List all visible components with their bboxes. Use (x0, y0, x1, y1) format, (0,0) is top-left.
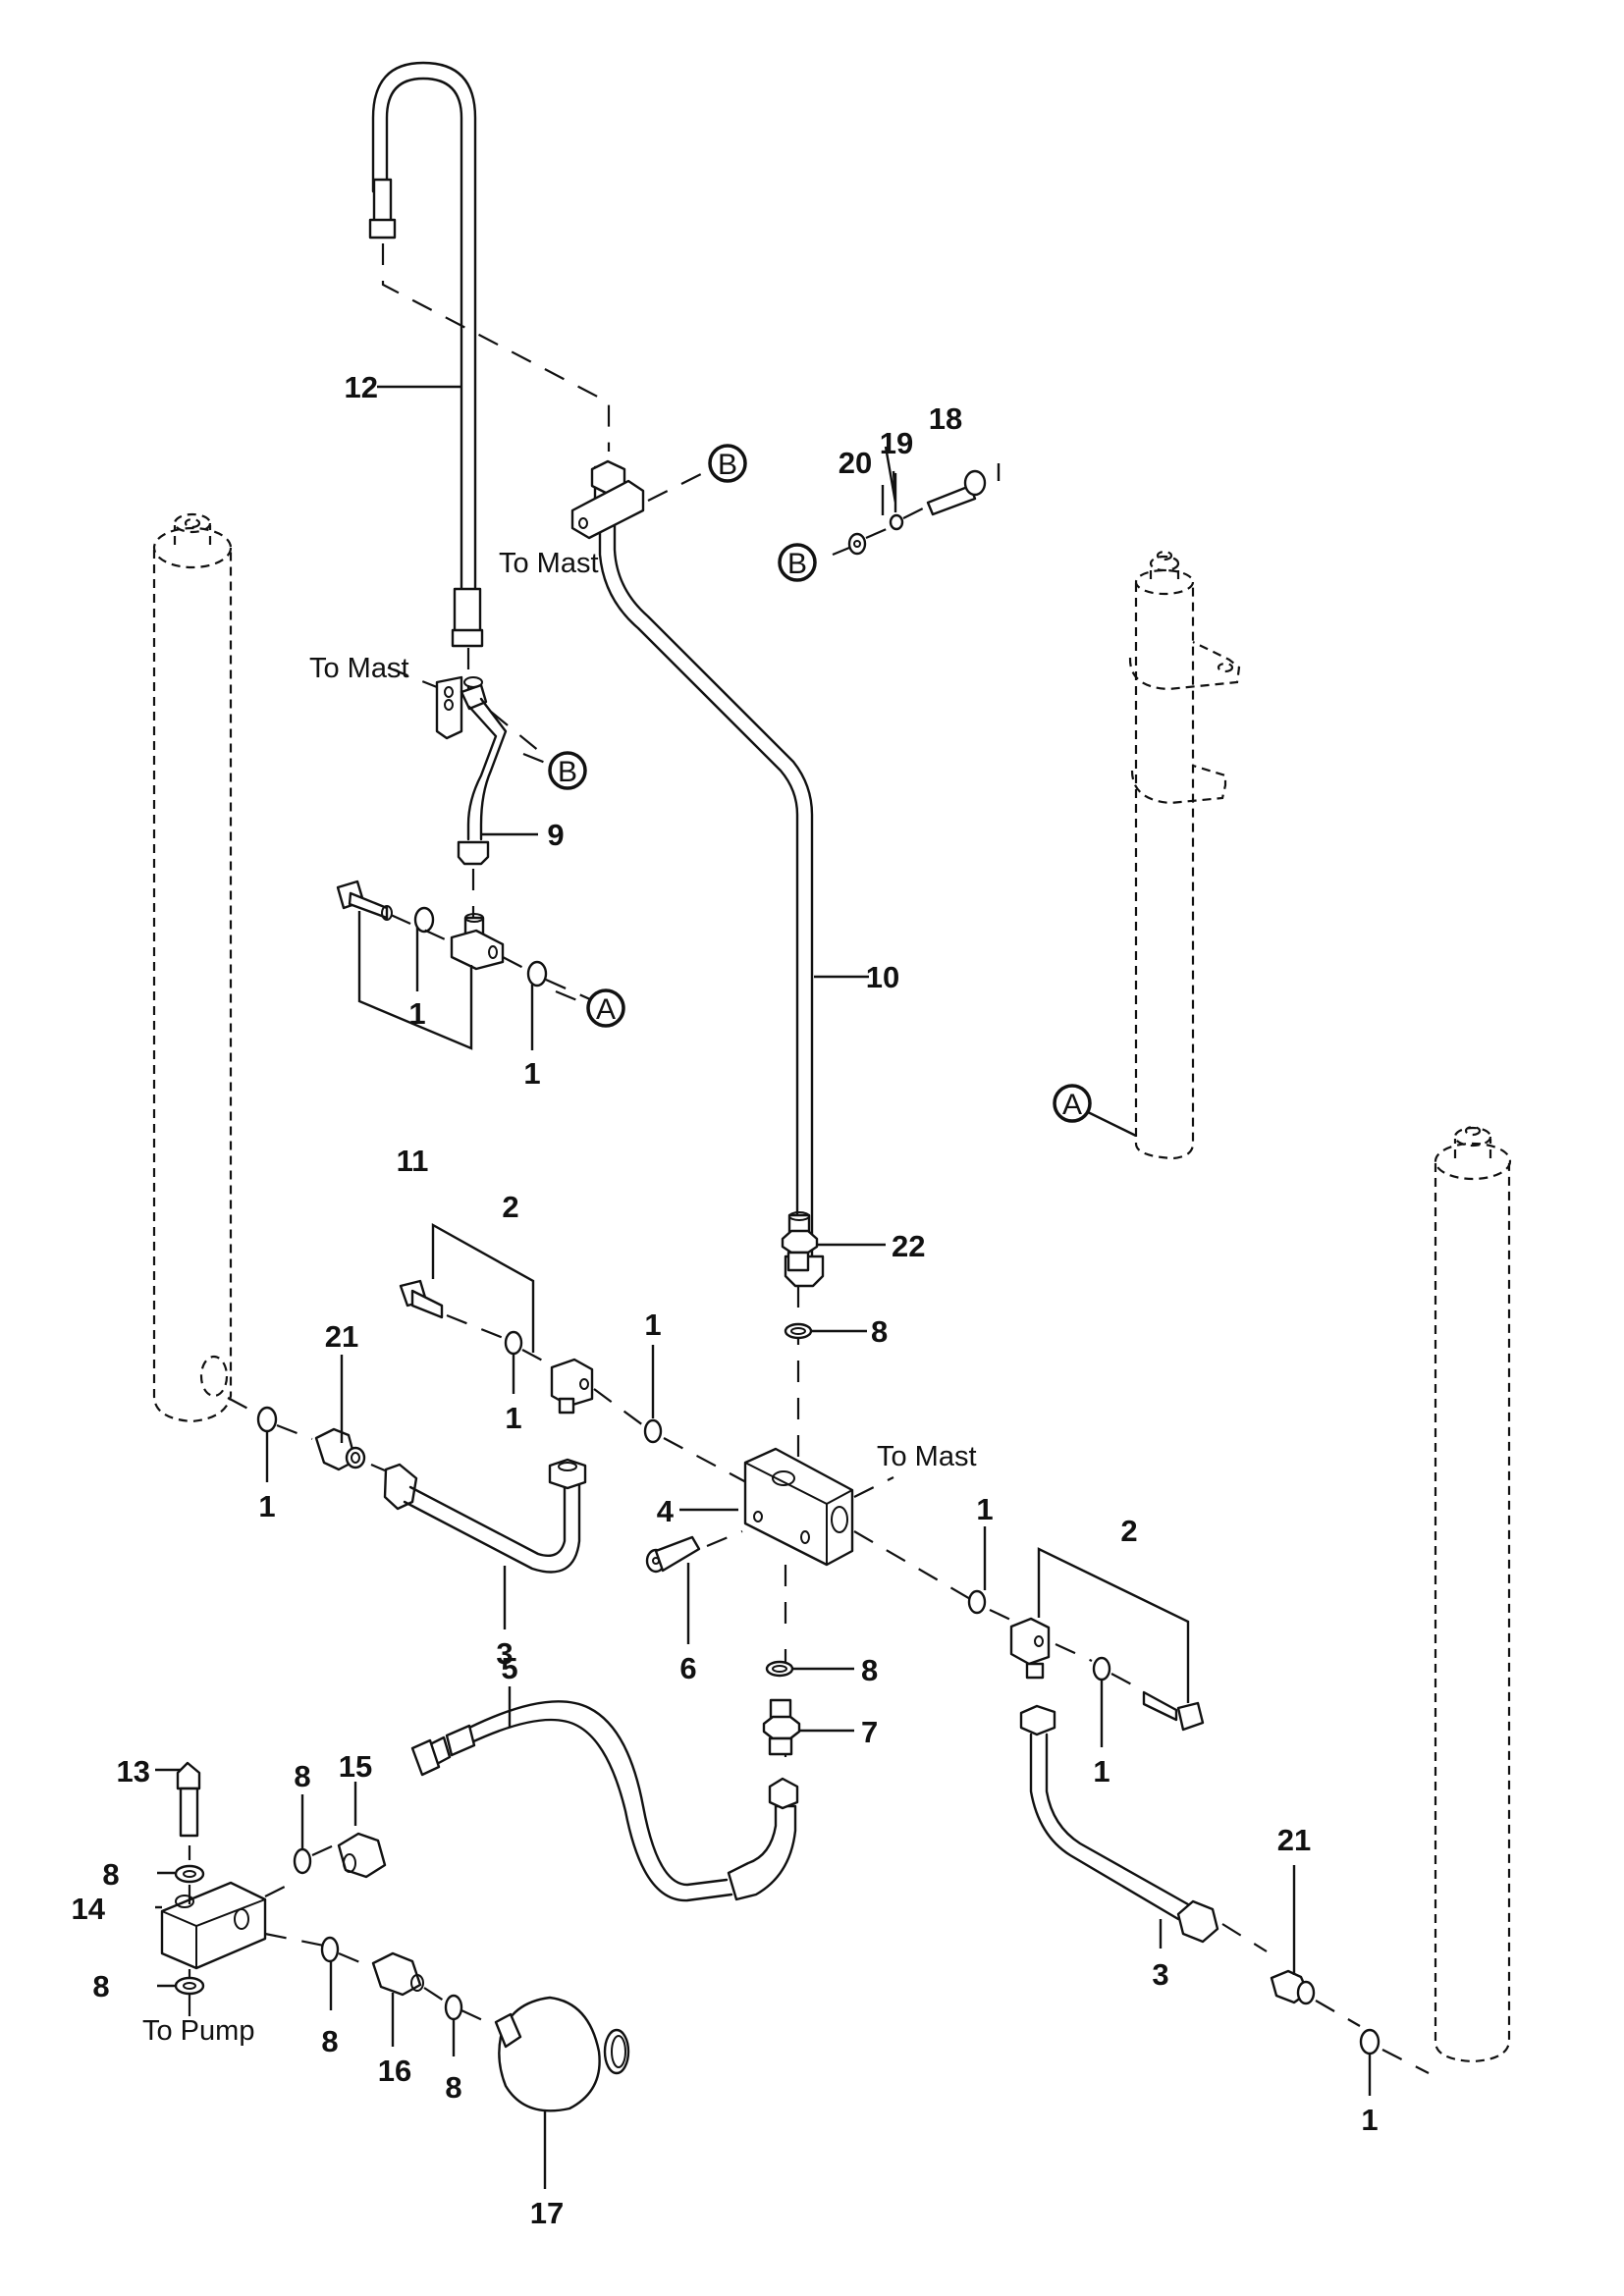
bracket-2-left (431, 1222, 535, 1353)
dashed-axis-12-to-10 (381, 243, 611, 452)
leader-lines (155, 385, 1372, 2189)
fitting-7 (762, 1660, 801, 1756)
callout-8-d: 8 (294, 1759, 310, 1793)
ref-b-left-label: B (558, 756, 577, 788)
callout-22: 22 (892, 1229, 925, 1263)
callout-7: 7 (861, 1715, 878, 1749)
banjo-assembly-2-left (399, 1279, 663, 1444)
callout-14: 14 (72, 1892, 106, 1926)
ref-a-right-label: A (1062, 1089, 1082, 1121)
callout-1-h: 1 (1361, 2103, 1378, 2137)
fittings-left (256, 1406, 587, 1574)
callout-12: 12 (345, 370, 378, 404)
hose-12 (368, 61, 484, 648)
callout-5: 5 (501, 1651, 517, 1685)
bracket-2-right (1037, 1547, 1190, 1703)
dashed-axis-b-hardware (832, 507, 924, 557)
note-to-mast-block: To Mast (877, 1441, 977, 1472)
ref-a-right: A (1053, 1084, 1092, 1123)
callout-1-a: 1 (408, 996, 425, 1031)
note-to-pump: To Pump (142, 2015, 254, 2047)
callout-8-a: 8 (871, 1314, 888, 1349)
socket-bolt-6 (645, 1535, 701, 1574)
ref-b-left: B (548, 751, 587, 790)
dashed-axis-right (1055, 1643, 1430, 2074)
callout-10: 10 (866, 960, 899, 994)
callout-1-d: 1 (258, 1489, 275, 1523)
dashed-axis-bracket-b-top (647, 470, 708, 502)
callout-15: 15 (339, 1749, 372, 1784)
callout-19: 19 (880, 426, 913, 460)
tee-block-14-group (160, 1761, 630, 2112)
note-to-mast-top: To Mast (499, 548, 599, 579)
callout-8-c: 8 (102, 1857, 119, 1892)
dashed-axis-left-cylinder (227, 1397, 386, 1472)
ref-b-right-label: B (787, 548, 807, 580)
note-to-mast-left: To Mast (309, 653, 409, 684)
fittings-right (967, 1589, 1380, 2056)
dashed-axis-block-right (853, 1530, 1022, 1626)
callout-8-b: 8 (861, 1653, 878, 1687)
callout-21-left: 21 (325, 1319, 358, 1354)
callout-20: 20 (839, 446, 872, 480)
bracket-11 (357, 911, 473, 1050)
dashed-axis-ref-a-left (555, 989, 585, 1005)
callout-2-right: 2 (1120, 1514, 1137, 1548)
callout-9: 9 (547, 818, 564, 852)
callout-1-f: 1 (976, 1492, 993, 1526)
left-lift-cylinder (152, 512, 233, 1423)
callout-2-left: 2 (502, 1190, 518, 1224)
fitting-22 (781, 1211, 819, 1340)
dashed-axis-ref-b-left (522, 752, 549, 766)
callout-18: 18 (929, 401, 962, 436)
pipe-10 (570, 459, 825, 1288)
dashed-axis-block-to-6 (706, 1529, 743, 1548)
callout-17: 17 (530, 2196, 564, 2230)
callout-3-left: 3 (496, 1636, 513, 1671)
callout-16: 16 (378, 2054, 411, 2088)
callout-1-b: 1 (523, 1056, 540, 1091)
callout-4: 4 (657, 1494, 675, 1528)
dashed-axis-block-to-mast (853, 1476, 894, 1498)
ref-a-left: A (586, 988, 625, 1028)
dashed-axis-9-to-b (490, 711, 546, 757)
right-lower-cylinder (1434, 1125, 1512, 2063)
bolt-group-b (847, 469, 987, 556)
callout-8-e: 8 (92, 1969, 109, 2003)
dashed-axis-14-group (188, 1843, 492, 2025)
callout-11: 11 (397, 1144, 429, 1178)
pipe-9 (435, 675, 508, 866)
banjo-assembly-11 (336, 880, 548, 988)
callout-8-g: 8 (445, 2070, 461, 2105)
manifold-block-4 (743, 1447, 854, 1567)
right-upper-cylinder (1128, 550, 1241, 1160)
ref-b-top-label: B (718, 449, 737, 481)
callout-21-right: 21 (1277, 1823, 1311, 1857)
callout-13: 13 (117, 1754, 150, 1789)
dashed-axis-9-bracket-to-mast (387, 666, 438, 689)
callout-6: 6 (679, 1651, 696, 1685)
callout-1-g: 1 (1093, 1754, 1110, 1789)
callout-8-f: 8 (321, 2024, 338, 2058)
ref-a-left-label: A (596, 993, 616, 1026)
hose-5 (410, 1700, 799, 1902)
ref-b-right: B (778, 543, 817, 582)
callout-1-c: 1 (644, 1308, 661, 1342)
callout-1-e: 1 (505, 1401, 521, 1435)
callout-3-right: 3 (1152, 1957, 1168, 1992)
dashed-axis-2-left (446, 1313, 747, 1483)
ref-b-top: B (708, 444, 747, 483)
